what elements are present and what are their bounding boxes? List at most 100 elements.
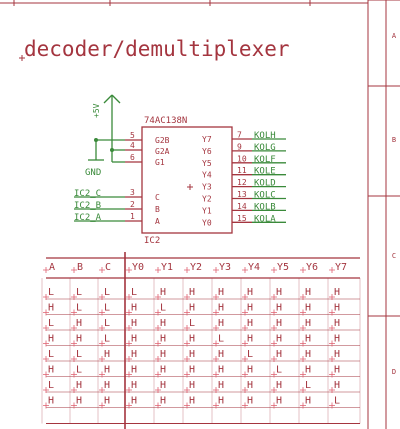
zone-label-b: B xyxy=(392,136,396,144)
cell-origin-cross xyxy=(184,387,190,393)
table-cell: H xyxy=(334,365,340,376)
cell-origin-cross xyxy=(329,387,335,393)
net-label: KOLC xyxy=(254,191,276,201)
cell-origin-cross xyxy=(242,387,248,393)
cell-origin-cross xyxy=(242,309,248,316)
table-cell: H xyxy=(104,365,110,376)
cell-origin-cross xyxy=(329,340,335,347)
cell-origin-cross xyxy=(329,402,335,409)
table-cell: H xyxy=(131,303,137,314)
cell-origin-cross xyxy=(271,309,277,316)
cell-origin-cross xyxy=(300,356,306,362)
cell-origin-cross xyxy=(213,309,219,316)
cell-origin-cross xyxy=(99,294,105,300)
table-header: B xyxy=(77,262,83,273)
table-cell: H xyxy=(160,380,166,391)
cell-origin-cross xyxy=(300,294,306,300)
select-pin-wires xyxy=(125,196,142,222)
cell-origin-cross xyxy=(155,371,161,378)
table-cell: H xyxy=(276,287,282,298)
cell-origin-cross xyxy=(71,371,77,378)
cell-origin-cross xyxy=(329,267,335,273)
cell-origin-cross xyxy=(300,402,306,409)
cell-origin-cross xyxy=(155,340,161,347)
pin-number: 11 xyxy=(237,166,247,175)
table-cell: H xyxy=(131,365,137,376)
table-cell: H xyxy=(76,318,82,329)
table-cell: L xyxy=(189,318,195,329)
cell-origin-cross xyxy=(271,267,277,273)
cell-origin-cross xyxy=(213,325,219,331)
power-supply-label: +5V xyxy=(92,103,101,118)
table-cell: L xyxy=(104,303,110,314)
cell-origin-cross xyxy=(271,371,277,378)
table-cell: H xyxy=(276,380,282,391)
table-cell: L xyxy=(131,287,137,298)
cell-origin-cross xyxy=(43,340,49,347)
cell-origin-cross xyxy=(71,402,77,409)
table-header: Y6 xyxy=(306,262,318,273)
table-cell: H xyxy=(218,396,224,407)
pin-name: Y0 xyxy=(202,218,212,227)
pin-number: 2 xyxy=(130,200,135,209)
chip-center-cross xyxy=(187,184,193,190)
chip-body xyxy=(141,126,233,234)
cell-origin-cross xyxy=(126,294,132,300)
cell-origin-cross xyxy=(99,356,105,362)
pin-name: Y6 xyxy=(202,147,212,156)
table-cell: H xyxy=(76,396,82,407)
zone-label-d: D xyxy=(392,368,396,376)
table-cell: H xyxy=(48,334,54,345)
table-cell: H xyxy=(160,396,166,407)
cell-origin-cross xyxy=(213,340,219,347)
cell-origin-cross xyxy=(99,387,105,393)
cell-origin-cross xyxy=(99,309,105,316)
table-cell: H xyxy=(131,334,137,345)
pin-number: 1 xyxy=(130,212,135,221)
cell-origin-cross xyxy=(155,402,161,409)
pin-name: Y5 xyxy=(202,159,212,168)
table-cell: H xyxy=(131,380,137,391)
table-cell: H xyxy=(247,396,253,407)
table-cell: L xyxy=(104,334,110,345)
table-cell: L xyxy=(48,380,54,391)
cell-origin-cross xyxy=(126,356,132,362)
table-cell: H xyxy=(189,334,195,345)
table-header: Y5 xyxy=(277,262,289,273)
cell-origin-cross xyxy=(155,356,161,362)
cell-origin-cross xyxy=(126,387,132,393)
power-wires xyxy=(88,94,125,163)
table-cell: L xyxy=(48,287,54,298)
table-cell: H xyxy=(76,380,82,391)
table-cell: L xyxy=(76,349,82,360)
table-cell: H xyxy=(218,318,224,329)
cell-origin-cross xyxy=(213,267,219,273)
cell-origin-cross xyxy=(43,387,49,393)
cell-origin-cross xyxy=(99,371,105,378)
table-header: Y2 xyxy=(190,262,202,273)
cell-origin-cross xyxy=(271,356,277,362)
cell-origin-cross xyxy=(242,371,248,378)
cell-origin-cross xyxy=(329,371,335,378)
table-cell: L xyxy=(334,396,340,407)
enable-pin-wires xyxy=(125,139,142,163)
pin-number: 3 xyxy=(130,188,135,197)
table-cell: H xyxy=(276,396,282,407)
pin-number: 4 xyxy=(130,141,135,150)
table-cell: H xyxy=(334,287,340,298)
table-cell: L xyxy=(247,349,253,360)
cell-origin-cross xyxy=(126,371,132,378)
cell-origin-cross xyxy=(242,294,248,300)
cell-origin-cross xyxy=(184,294,190,300)
table-cell: H xyxy=(160,334,166,345)
cell-origin-cross xyxy=(300,267,306,273)
table-cell: H xyxy=(276,318,282,329)
table-cell: H xyxy=(160,365,166,376)
net-label: IC2_A xyxy=(74,213,102,223)
ground-label: GND xyxy=(85,168,101,178)
cell-origin-cross xyxy=(329,294,335,300)
table-cell: H xyxy=(189,365,195,376)
cell-origin-cross xyxy=(213,387,219,393)
